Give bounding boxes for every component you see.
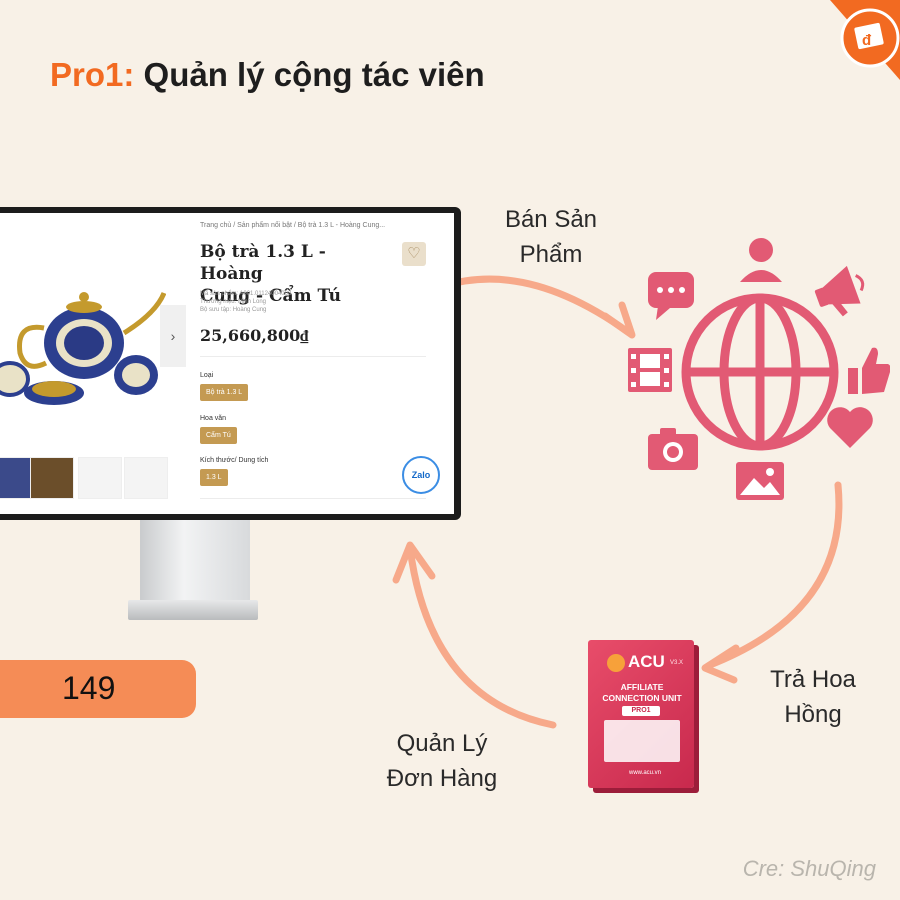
box-illustration (604, 720, 680, 762)
box-brand: ACU (628, 652, 665, 671)
monitor-stand (140, 515, 250, 615)
chat-icon (648, 272, 694, 320)
option-size-chip[interactable]: 1.3 L (200, 469, 228, 486)
option-pattern-chip[interactable]: Cẩm Tú (200, 427, 237, 444)
thumbnail-2[interactable] (30, 457, 74, 499)
camera-icon (648, 428, 698, 470)
thumbnail-4[interactable] (124, 457, 168, 499)
product-price: 25,660,800₫ (200, 326, 309, 345)
acu-logo-icon (607, 654, 625, 672)
product-image[interactable] (0, 283, 166, 413)
divider (200, 498, 426, 499)
zalo-chat-button[interactable]: Zalo (402, 456, 440, 494)
product-meta: Mã sản phẩm: A001.01124004003 Thương hiệ… (200, 291, 292, 313)
thumbnail-3[interactable] (78, 457, 122, 499)
option-pattern-label: Hoa văn (200, 415, 227, 422)
favorite-heart-icon[interactable]: ♡ (402, 242, 426, 266)
arrowhead-sell (601, 301, 636, 339)
page-title: Pro1: Quản lý cộng tác viên (50, 56, 485, 93)
option-size-label: Kích thước/ Dung tích (200, 457, 269, 464)
film-icon (628, 348, 672, 392)
thumbs-up-icon (848, 347, 890, 394)
globe-icon (681, 293, 839, 451)
brand-logo: đ (830, 0, 900, 80)
arc-orders (406, 544, 557, 729)
product-page: › (0, 213, 454, 514)
user-icon (740, 238, 782, 282)
megaphone-icon (814, 265, 865, 317)
next-image-button[interactable]: › (160, 305, 186, 367)
arc-commission (706, 481, 843, 669)
heart-icon (827, 407, 873, 448)
page-number-badge: 149 (0, 660, 196, 718)
option-type-chip[interactable]: Bộ trà 1.3 L (200, 384, 249, 401)
social-globe (628, 238, 890, 500)
monitor-base (128, 600, 258, 620)
box-url: www.acu.vn (628, 770, 661, 776)
svg-text:đ: đ (862, 32, 872, 49)
option-type-label: Loại (200, 372, 214, 379)
arrowhead-orders (392, 541, 436, 584)
image-icon (736, 462, 784, 500)
arrowhead-commission (701, 644, 740, 684)
breadcrumb[interactable]: Trang chủ / Sản phẩm nổi bật / Bộ trà 1.… (200, 222, 386, 229)
box-version: V3.X (670, 660, 684, 666)
divider (200, 356, 426, 357)
credit-text: Cre: ShuQing (742, 856, 876, 881)
box-edition: PRO1 (622, 706, 660, 716)
